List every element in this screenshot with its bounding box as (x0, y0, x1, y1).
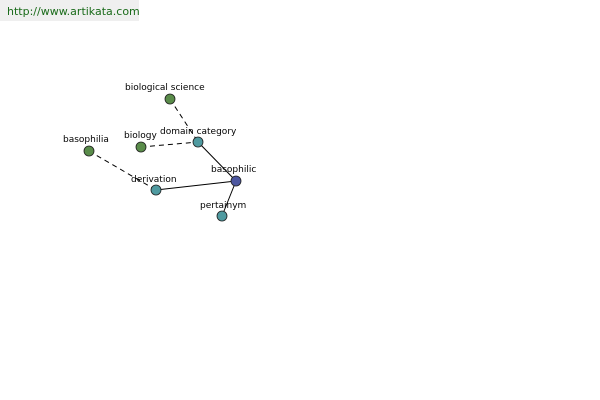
node-pertainym[interactable] (216, 210, 228, 222)
edge-domain-category-to-basophilic (197, 141, 237, 182)
node-basophilic[interactable] (230, 175, 242, 187)
edge-biology-to-domain-category (140, 141, 199, 148)
edge-basophilia-to-derivation (88, 150, 157, 191)
node-label-basophilic[interactable]: basophilic (211, 165, 256, 175)
node-domain-category[interactable] (192, 136, 204, 148)
node-label-biological-science[interactable]: biological science (125, 83, 205, 93)
edge-derivation-to-basophilic (155, 180, 237, 191)
node-basophilia[interactable] (83, 145, 95, 157)
node-biology[interactable] (135, 141, 147, 153)
url-banner: http://www.artikata.com (0, 0, 140, 21)
site-url-watermark: http://www.artikata.com (7, 5, 140, 18)
node-biological-science[interactable] (164, 93, 176, 105)
node-label-derivation[interactable]: derivation (131, 175, 177, 185)
node-label-biology[interactable]: biology (124, 131, 157, 141)
edge-pertainym-to-basophilic (221, 180, 237, 217)
node-label-basophilia[interactable]: basophilia (63, 135, 109, 145)
node-label-domain-category[interactable]: domain category (160, 127, 237, 137)
node-derivation[interactable] (150, 184, 162, 196)
node-label-pertainym[interactable]: pertainym (200, 201, 246, 211)
